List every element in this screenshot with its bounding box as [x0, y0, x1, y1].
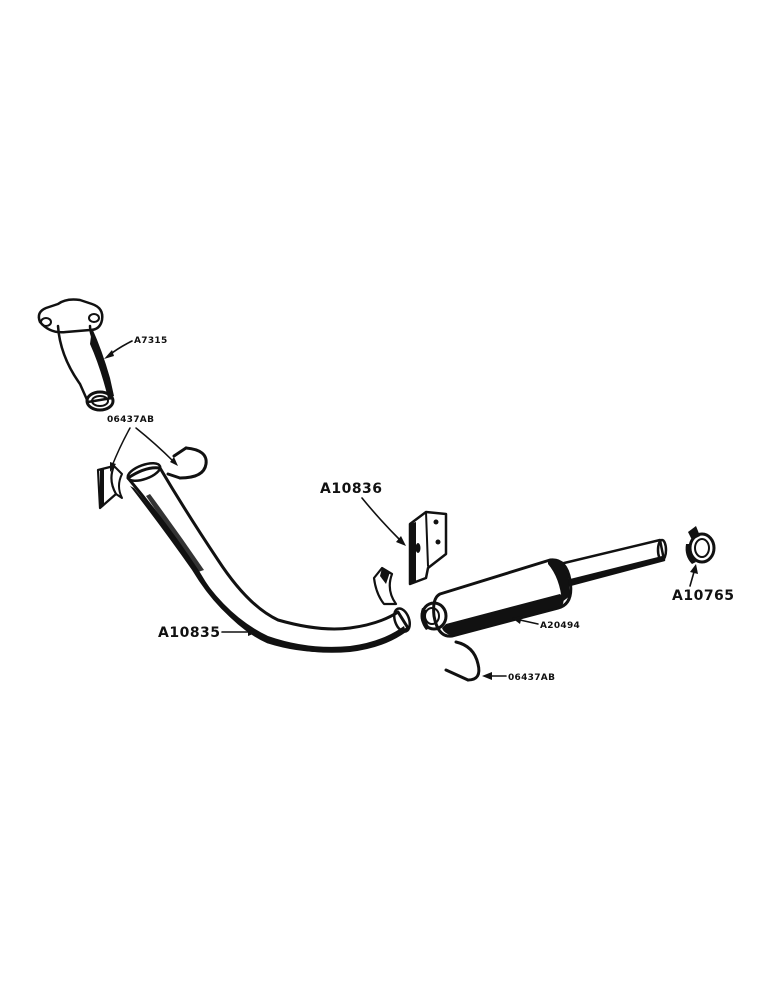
- muffler: [420, 538, 668, 638]
- label-a7315: A7315: [134, 336, 168, 346]
- label-a20494: A20494: [540, 621, 580, 631]
- mounting-bracket: [408, 510, 448, 586]
- u-bolt-bottom: [444, 640, 481, 682]
- saddle-clamp-left: [96, 464, 123, 510]
- label-a10836: A10836: [320, 481, 383, 497]
- label-a10835: A10835: [158, 625, 221, 641]
- label-06437ab-bottom: 06437AB: [508, 673, 555, 683]
- exhaust-pipe: [126, 461, 412, 653]
- manifold-elbow: [37, 298, 115, 412]
- saddle-clamp-middle: [372, 566, 398, 606]
- label-06437ab-top: 06437AB: [107, 415, 154, 425]
- u-bolt-top: [166, 446, 208, 480]
- tail-pipe-clamp: [685, 526, 716, 564]
- label-a10765: A10765: [672, 588, 735, 604]
